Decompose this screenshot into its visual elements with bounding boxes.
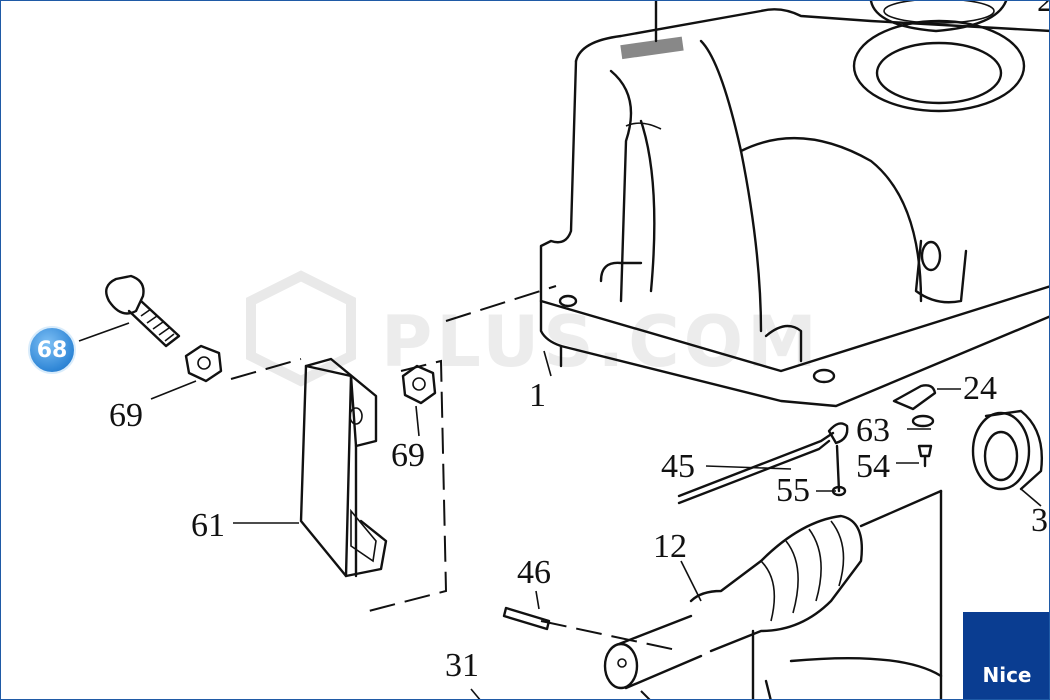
gear-housing [539, 1, 1049, 408]
label-24: 24 [963, 370, 997, 407]
bracket-61 [299, 357, 388, 578]
pin-46 [502, 606, 551, 631]
label-31: 31 [445, 647, 479, 684]
label-2: 2 [1037, 1, 1050, 19]
part-labels: 69 61 69 1 24 63 54 45 55 3 12 46 31 2 [109, 1, 1050, 684]
assembly-lines [230, 285, 755, 699]
label-45: 45 [661, 448, 695, 485]
label-54: 54 [856, 448, 890, 485]
label-63: 63 [856, 412, 890, 449]
watermark-text: PLUS.COM [381, 301, 821, 383]
highlighted-part-badge[interactable]: 68 [28, 326, 76, 374]
brand-logo: Nice [963, 612, 1049, 699]
leader-lines [78, 322, 1042, 699]
label-69-right: 69 [391, 437, 425, 474]
label-55: 55 [776, 472, 810, 509]
label-46: 46 [517, 554, 551, 591]
bearing-3 [971, 409, 1043, 491]
label-61: 61 [191, 507, 225, 544]
nut-69-right [401, 364, 437, 405]
nut-69-left [184, 344, 223, 383]
label-3: 3 [1031, 502, 1048, 539]
label-1: 1 [529, 377, 546, 414]
label-69-left: 69 [109, 397, 143, 434]
small-parts [827, 384, 937, 497]
label-12: 12 [653, 528, 687, 565]
bolt-68 [105, 274, 181, 348]
watermark: PLUS.COM [246, 270, 821, 387]
cable-45 [677, 431, 835, 505]
worm-shaft-12 [603, 489, 943, 699]
